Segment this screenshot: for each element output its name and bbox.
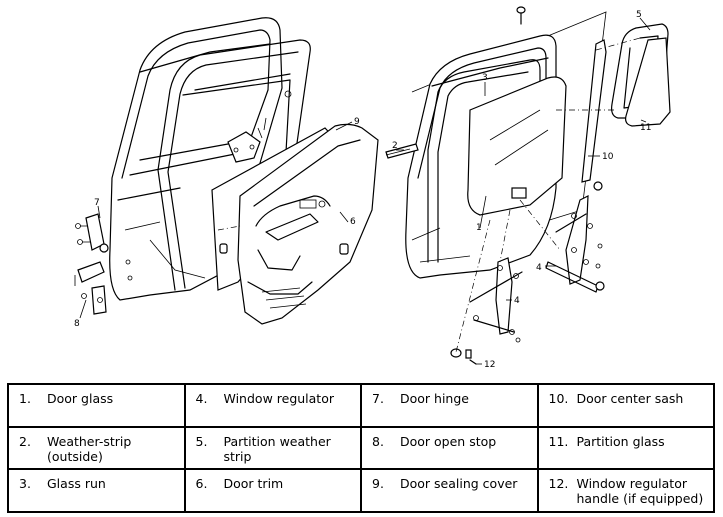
callout-4-lower: 4	[514, 296, 520, 306]
legend-number: 12.	[548, 476, 569, 492]
top-screw	[516, 6, 526, 25]
legend-text: Glass run	[47, 476, 106, 492]
callout-3: 3	[482, 73, 488, 83]
callout-1: 1	[476, 223, 482, 233]
callout-4-upper: 4	[536, 263, 542, 273]
parts-legend-table: 1. Door glass 4. Window regulator 7. Door h…	[7, 383, 715, 513]
legend-row: 2. Weather-strip (outside) 5. Partition we…	[7, 425, 715, 471]
legend-cell: 10. Door center sash	[536, 383, 715, 428]
callout-labels: 1 2 3 4 4 5 6 7 8 9 10 11 12	[74, 10, 651, 370]
callout-11: 11	[640, 123, 651, 133]
legend-text: Door center sash	[576, 391, 684, 406]
legend-text: Door hinge	[400, 391, 469, 406]
legend-cell: 8. Door open stop	[360, 425, 539, 471]
legend-cell: 1. Door glass	[7, 383, 186, 428]
legend-number: 11.	[548, 433, 569, 449]
legend-number: 8.	[372, 433, 384, 449]
legend-number: 4.	[195, 391, 208, 406]
legend-row: 1. Door glass 4. Window regulator 7. Door h…	[7, 383, 715, 428]
legend-number: 10.	[548, 391, 569, 406]
door-glass	[467, 76, 567, 216]
window-regulator-upper	[545, 195, 605, 293]
legend-number: 1.	[19, 391, 31, 406]
legend-text: Door trim	[223, 476, 284, 492]
callout-8: 8	[74, 319, 80, 329]
callout-7: 7	[94, 198, 100, 208]
legend-cell: 12. Window regulator handle (if equipped)	[536, 468, 715, 513]
door-trim	[237, 123, 379, 325]
legend-cell: 9. Door sealing cover	[360, 468, 539, 513]
legend-text: Window regulator	[223, 391, 335, 406]
legend-cell: 5. Partition weather strip	[183, 425, 362, 471]
legend-text: Window regulator handle (if equipped)	[576, 476, 704, 507]
legend-text: Partition glass	[576, 433, 665, 449]
callout-5: 5	[636, 10, 642, 20]
callout-12: 12	[484, 360, 495, 370]
legend-number: 7.	[372, 391, 384, 406]
window-regulator-handle	[450, 348, 477, 365]
legend-text: Door open stop	[400, 433, 497, 449]
legend-cell: 3. Glass run	[7, 468, 186, 513]
door-center-sash	[581, 39, 607, 191]
legend-cell: 6. Door trim	[183, 468, 362, 513]
legend-text: Door glass	[47, 391, 114, 406]
legend-text: Weather-strip (outside)	[47, 433, 132, 464]
callout-10: 10	[602, 152, 614, 162]
legend-number: 5.	[195, 433, 208, 449]
callout-6: 6	[350, 217, 356, 227]
callout-9: 9	[354, 117, 360, 127]
legend-cell: 4. Window regulator	[183, 383, 362, 428]
window-regulator-lower	[469, 257, 523, 343]
legend-text: Partition weather strip	[223, 433, 331, 464]
right-glass-run	[427, 59, 541, 263]
alignment-lines	[217, 37, 641, 353]
legend-number: 6.	[195, 476, 208, 492]
exploded-door-diagram: 1 2 3 4 4 5 6 7 8 9 10 11 12	[74, 6, 671, 370]
legend-cell: 11. Partition glass	[536, 425, 715, 471]
legend-text: Door sealing cover	[400, 476, 518, 492]
left-glass-run	[157, 39, 311, 291]
legend-number: 2.	[19, 433, 31, 449]
legend-cell: 2. Weather-strip (outside)	[7, 425, 186, 471]
callout-leaders	[79, 17, 651, 365]
partition-glass	[625, 37, 671, 127]
door-hinge	[75, 213, 109, 253]
left-hinge-bracket	[227, 117, 267, 163]
legend-number: 3.	[19, 476, 31, 492]
legend-row: 3. Glass run 6. Door trim 9. Door sealing c…	[7, 468, 715, 513]
legend-cell: 7. Door hinge	[360, 383, 539, 428]
trim-clips	[219, 243, 349, 255]
weather-strip-outside	[385, 143, 419, 159]
door-open-stop	[74, 261, 107, 315]
legend-number: 9.	[372, 476, 384, 492]
callout-2: 2	[392, 141, 398, 151]
